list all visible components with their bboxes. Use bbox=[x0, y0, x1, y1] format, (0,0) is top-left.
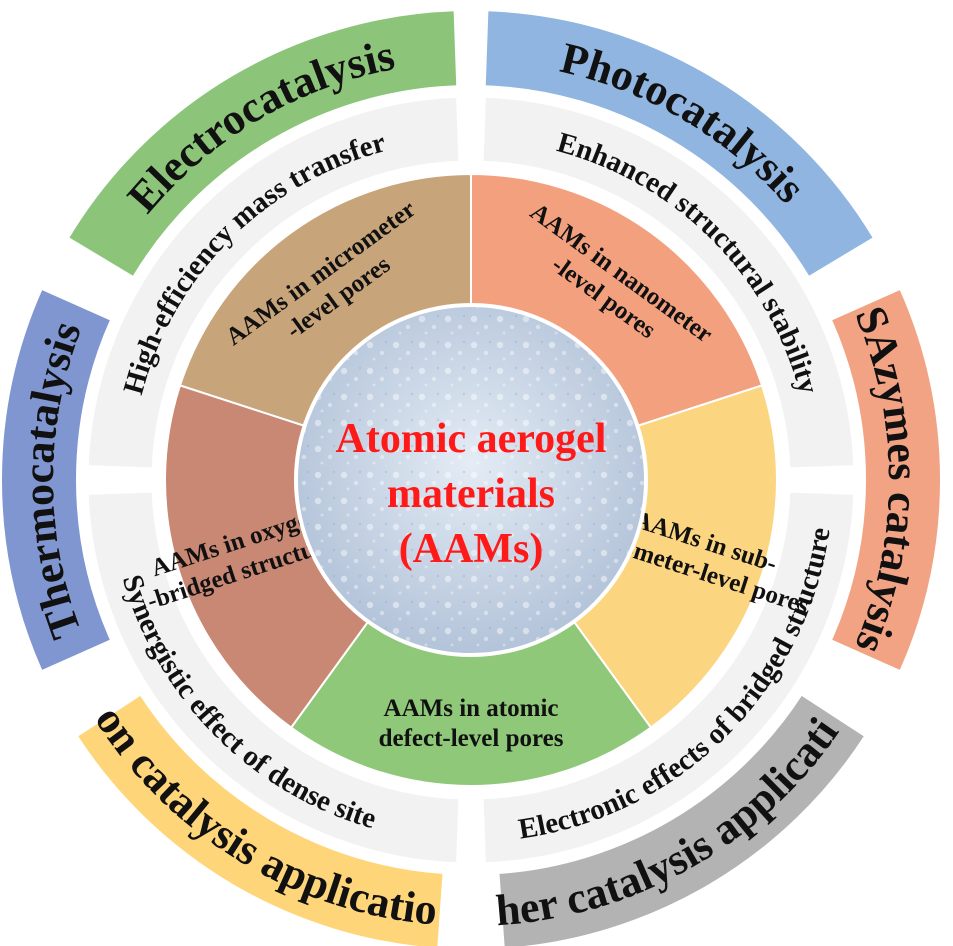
outer-sector-electrocatalysis bbox=[66, 9, 459, 279]
center-disc: Atomic aerogel materials (AAMs) bbox=[294, 303, 648, 657]
middle-sector-enhanced-structural-stability bbox=[480, 94, 857, 471]
inner-label-line: AAMs in atomic bbox=[384, 695, 559, 722]
inner-label-aams-in-atomic-defect-level-pores: AAMs in atomic defect-level pores bbox=[379, 695, 564, 752]
middle-sector-electronic-effects-of-bridged-structure bbox=[480, 489, 857, 866]
outer-sector-sazymes-catalysis bbox=[829, 287, 943, 673]
outer-sector-other-catalysis-applications bbox=[497, 693, 867, 946]
middle-sector-synergistic-effect-of-dense-site bbox=[85, 489, 462, 866]
inner-label-line: defect-level pores bbox=[379, 725, 564, 752]
middle-sector-high-efficiency-mass-transfer bbox=[85, 94, 462, 471]
center-title-line-2: materials bbox=[387, 471, 555, 517]
center-title-line-1: Atomic aerogel bbox=[336, 416, 607, 462]
outer-sector-non-catalysis-applications bbox=[75, 693, 445, 946]
center-title-line-3: (AAMs) bbox=[399, 526, 544, 572]
outer-sector-thermocatalysis bbox=[0, 287, 113, 673]
outer-sector-photocatalysis bbox=[483, 9, 876, 279]
